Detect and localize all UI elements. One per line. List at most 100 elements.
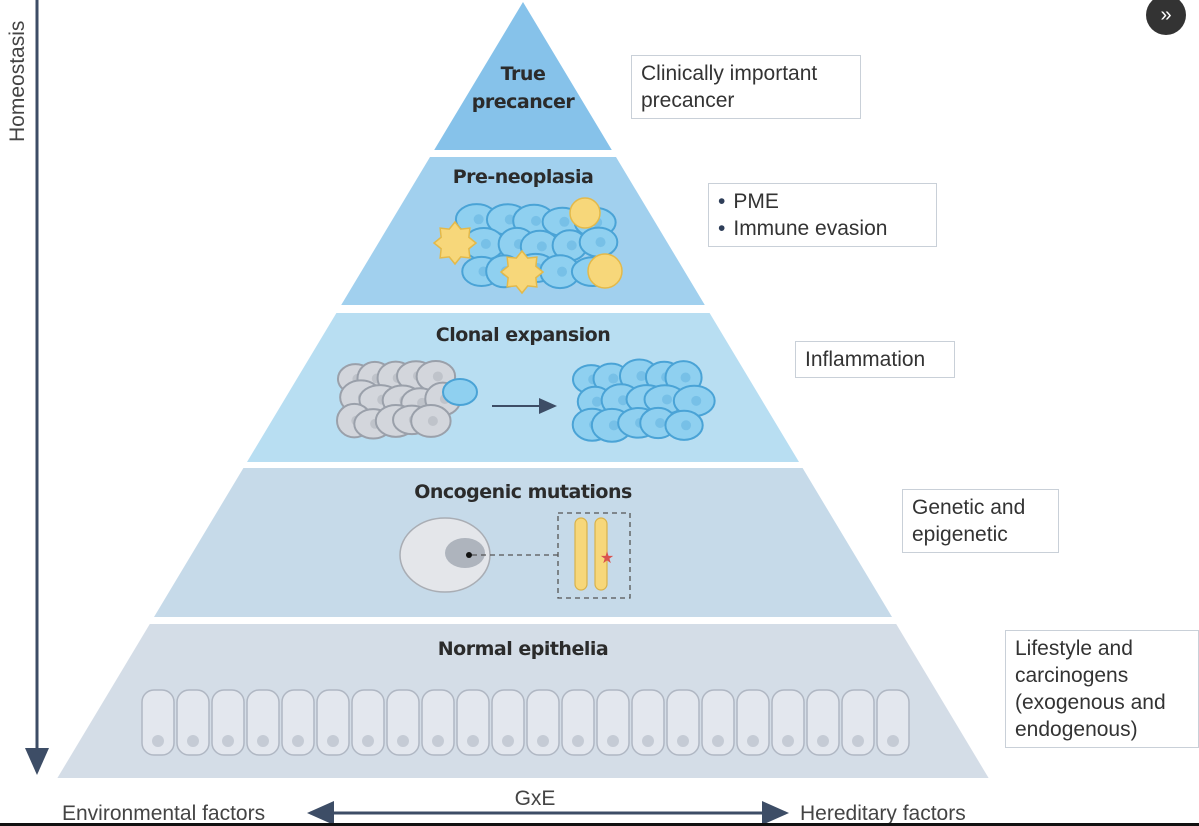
epithelial-cell (491, 689, 525, 756)
cell-nucleus (608, 373, 619, 384)
epithelial-cell (596, 689, 630, 756)
cell-nucleus (680, 372, 691, 383)
annotation-line: (exogenous and (1015, 691, 1166, 714)
chromosome (574, 517, 588, 591)
cell-nucleus (362, 735, 374, 747)
tier-title: Clonal expansion (436, 324, 610, 346)
cell-nucleus (557, 266, 568, 277)
cell-nucleus (432, 371, 443, 382)
cell-nucleus (636, 371, 647, 382)
annotation-box-3: Inflammation (795, 341, 955, 378)
cell-nucleus (681, 420, 692, 431)
bullet-text: PME (733, 190, 779, 213)
cell-nucleus (691, 395, 702, 406)
cell-nucleus (642, 735, 654, 747)
homeostasis-label: Homeostasis (6, 21, 29, 142)
cell-nucleus (607, 735, 619, 747)
annotation-line: epigenetic (912, 523, 1008, 546)
epithelial-cell (631, 689, 665, 756)
pyramid-tier-3: Clonal expansion (247, 313, 799, 462)
cell-nucleus (292, 735, 304, 747)
cell-nucleus (531, 215, 542, 226)
epithelial-cell (666, 689, 700, 756)
epithelial-cell (421, 689, 455, 756)
cell-nucleus (152, 735, 164, 747)
epithelial-cell (456, 689, 490, 756)
cell-nucleus (747, 735, 759, 747)
cell-nucleus (661, 394, 672, 405)
epithelial-cell (316, 689, 350, 756)
cell-nucleus (782, 735, 794, 747)
epithelial-cell (281, 689, 315, 756)
bullet-item: Immune evasion (718, 215, 927, 242)
cell-nucleus (712, 735, 724, 747)
epithelial-cell (841, 689, 875, 756)
cell-nucleus (572, 735, 584, 747)
epithelial-cell (526, 689, 560, 756)
epithelial-cell (771, 689, 805, 756)
bottom-border (0, 823, 1199, 826)
epithelial-cell (176, 689, 210, 756)
cell-nucleus (591, 396, 602, 407)
gxe-label: GxE (515, 787, 556, 810)
tier-title: Pre-neoplasia (453, 166, 594, 188)
cell-nucleus (187, 735, 199, 747)
immune-cell-spiky (432, 220, 478, 266)
cell-nucleus (502, 735, 514, 747)
chromosome-zoom-box (557, 512, 631, 599)
expanded-tumor-cluster (571, 358, 716, 443)
cell-nucleus (467, 735, 479, 747)
cell-nucleus (427, 415, 438, 426)
epithelial-cell-row (141, 689, 910, 756)
tumor-cell-cluster (454, 203, 619, 290)
tier-band (154, 468, 892, 617)
bullet-item: PME (718, 188, 927, 215)
cell-nucleus (566, 240, 577, 251)
annotation-box-5: Lifestyle and carcinogens (exogenous and en… (1005, 630, 1199, 748)
cell-nucleus (445, 538, 485, 568)
cell-nucleus (677, 735, 689, 747)
cell-nucleus (618, 395, 629, 406)
cell-nucleus (887, 735, 899, 747)
double-chevron-right-icon: » (1160, 4, 1172, 26)
tier-band (434, 2, 612, 150)
annotation-line: Lifestyle and (1015, 637, 1133, 660)
cell-nucleus (817, 735, 829, 747)
cell (664, 409, 704, 441)
epithelial-cell (736, 689, 770, 756)
mutant-cell (442, 378, 478, 406)
cell-nucleus (595, 237, 606, 248)
annotation-line: carcinogens (1015, 664, 1129, 687)
annotation-line: precancer (641, 89, 735, 112)
annotation-box-2: PME Immune evasion (708, 183, 937, 247)
cell-nucleus (397, 735, 409, 747)
epithelial-cell (701, 689, 735, 756)
cell-nucleus (432, 735, 444, 747)
immune-cell-round (587, 253, 623, 289)
annotation-line: endogenous) (1015, 718, 1138, 741)
cell-nucleus (852, 735, 864, 747)
epithelial-cell (561, 689, 595, 756)
epithelial-cell (351, 689, 385, 756)
environmental-factors-label: Environmental factors (62, 802, 265, 825)
epithelial-cell (211, 689, 245, 756)
hereditary-factors-label: Hereditary factors (800, 802, 966, 825)
expand-button[interactable]: » (1146, 0, 1186, 35)
tier-title: Oncogenic mutations (414, 481, 632, 503)
cell-nucleus (536, 241, 547, 252)
annotation-line: Genetic and (912, 496, 1026, 519)
cell (410, 404, 452, 438)
normal-cell-cluster (335, 359, 462, 440)
epithelial-cell (876, 689, 910, 756)
cell-nucleus (257, 735, 269, 747)
epithelial-cell (386, 689, 420, 756)
bullet-text: Immune evasion (733, 217, 888, 240)
pyramid-tier-4: Oncogenic mutations (154, 468, 892, 617)
annotation-box-4: Genetic and epigenetic (902, 489, 1059, 553)
tier-title: Normal epithelia (438, 638, 608, 660)
mutation-star-icon: ★ (600, 550, 614, 567)
cell-nucleus (327, 735, 339, 747)
tier-title: precancer (472, 91, 576, 113)
